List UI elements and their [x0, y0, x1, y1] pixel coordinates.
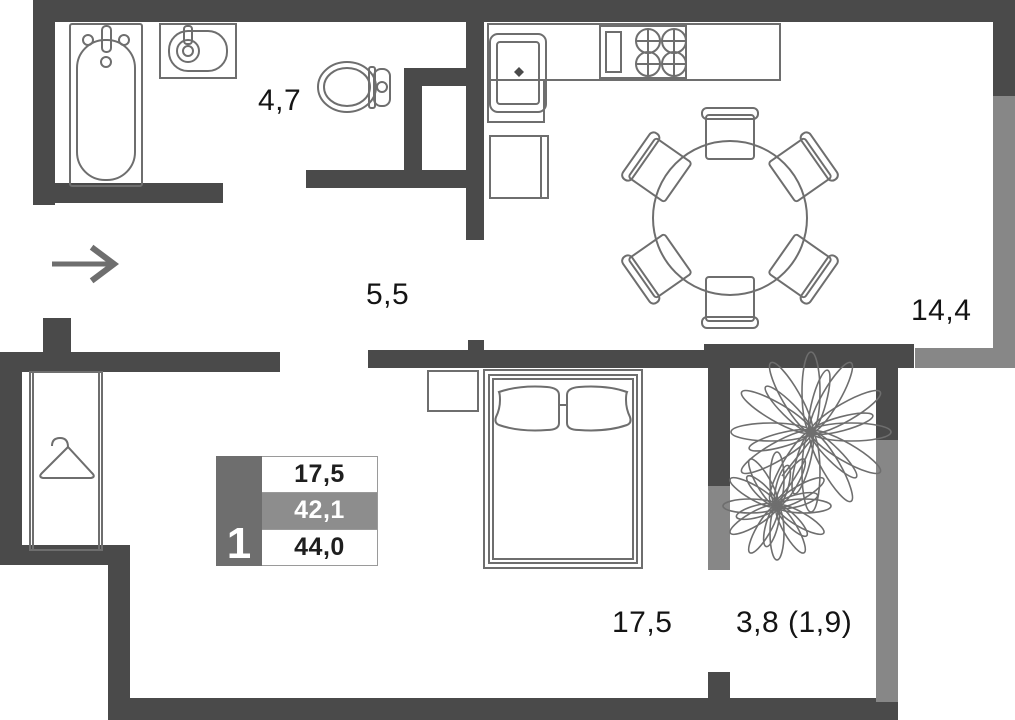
- washbasin-icon: [159, 23, 237, 79]
- wall-step-vertical: [108, 545, 130, 700]
- wall-right-upper: [993, 0, 1015, 100]
- wall-bottom: [108, 698, 898, 720]
- dining-chair: [621, 131, 692, 203]
- kitchen-living-area-label: 14,4: [911, 294, 972, 327]
- wall-kitchen-partition: [466, 0, 484, 240]
- wall-bedroom-stub: [468, 340, 484, 354]
- wall-top: [33, 0, 1015, 22]
- wall-wc-top: [404, 68, 484, 86]
- nightstand-icon: [427, 370, 479, 412]
- bathroom-area-label: 4,7: [258, 84, 302, 117]
- dining-set: [621, 107, 839, 329]
- wardrobe-icon: [29, 371, 103, 551]
- balcony-plant: [722, 439, 832, 561]
- balcony-area-label: 3,8 (1,9): [736, 606, 853, 639]
- wall-balcony-left: [708, 486, 730, 570]
- wall-wc-bottom: [306, 170, 484, 188]
- wall-balcony-right: [876, 440, 898, 702]
- wall-wc-left: [404, 68, 422, 188]
- wall-right-light-lower: [915, 348, 1015, 368]
- dining-chair: [701, 276, 759, 329]
- bathroom-fixtures: [69, 23, 237, 187]
- double-bed-icon: [483, 369, 643, 569]
- toilet-icon: [317, 61, 391, 113]
- pillow: [566, 385, 632, 432]
- dining-chair: [621, 233, 692, 305]
- clothes-hanger-icon: [39, 436, 95, 479]
- balcony-plants: [722, 351, 892, 561]
- dining-chair: [768, 233, 839, 305]
- pillow: [494, 385, 560, 432]
- kitchen-sink-icon: [489, 33, 547, 113]
- kitchen-fixtures: [487, 23, 781, 199]
- area-values-list: 17,5 42,1 44,0: [262, 456, 378, 566]
- bedroom-area-label: 17,5: [612, 606, 673, 639]
- dining-table: [652, 140, 808, 296]
- entrance-arrow-icon: [52, 244, 119, 284]
- wardrobe-group: [29, 371, 103, 551]
- wall-left-lower: [0, 352, 22, 562]
- living-area-value: 17,5: [262, 457, 377, 494]
- wall-balcony-right-pier: [876, 368, 898, 444]
- wall-balcony-top: [704, 344, 914, 368]
- walls-balcony: [708, 96, 1015, 702]
- total-area-value: 44,0: [262, 529, 377, 565]
- apartment-info-badge: 1 17,5 42,1 44,0: [216, 456, 378, 566]
- kitchen-counter-upper: [487, 23, 781, 81]
- wall-corridor-left: [0, 352, 280, 372]
- wall-bathroom-bottom: [33, 183, 223, 203]
- wall-left-bathroom: [33, 0, 55, 205]
- wall-bedroom-top: [368, 350, 713, 368]
- balcony-plant: [730, 351, 892, 513]
- cooktop-icon: [599, 25, 687, 79]
- room-count-badge: 1: [216, 456, 262, 566]
- usable-area-value: 42,1: [262, 493, 377, 530]
- wall-balcony-left-pier: [708, 368, 730, 488]
- wall-entry-stub: [43, 318, 71, 354]
- wall-right-window: [993, 96, 1015, 356]
- dining-chair: [768, 131, 839, 203]
- wall-bottom-notch: [708, 672, 730, 702]
- dining-chair: [701, 107, 759, 160]
- bathtub-icon: [69, 23, 143, 187]
- bedroom-furniture: [427, 369, 643, 569]
- corridor-area-label: 5,5: [366, 278, 410, 311]
- refrigerator-icon: [489, 135, 549, 199]
